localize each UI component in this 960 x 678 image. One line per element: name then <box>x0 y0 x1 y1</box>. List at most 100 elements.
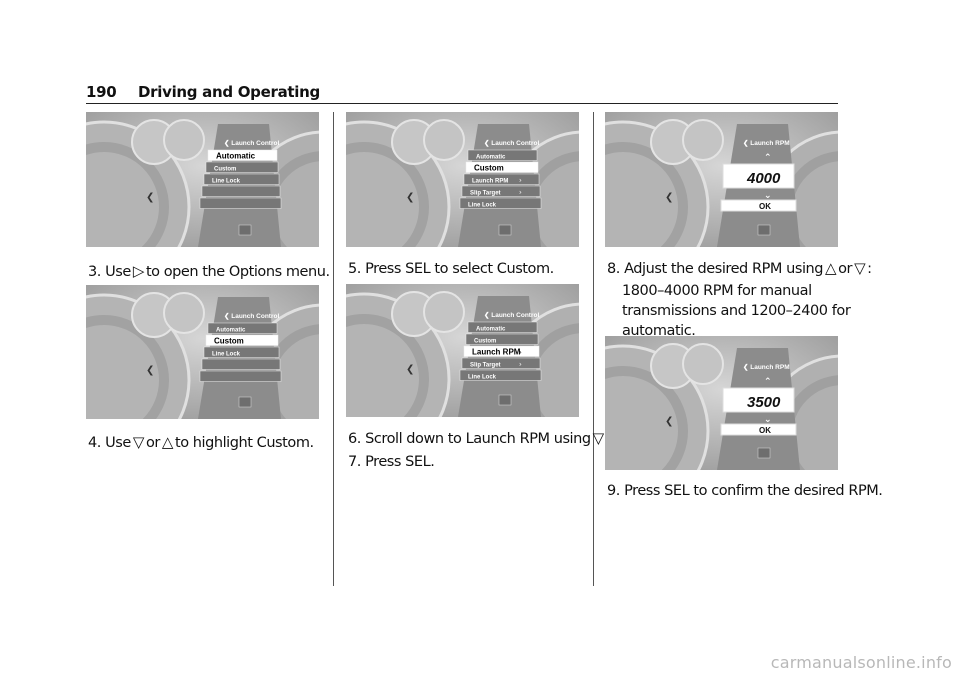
small-gauge <box>423 291 465 333</box>
tachometer-ring <box>346 142 429 247</box>
menu-row <box>201 358 281 370</box>
vehicle-icon <box>757 224 771 236</box>
value-box <box>722 163 795 189</box>
ok-box <box>720 423 797 436</box>
left-chevron-icon: ❮ <box>406 364 414 375</box>
menu-title: ❮ Launch Control <box>484 311 539 319</box>
tachometer-ring <box>605 366 688 470</box>
right-chevron-icon: › <box>519 177 522 185</box>
down-chevron-icon: ⌄ <box>764 191 772 201</box>
menu-row <box>459 369 542 381</box>
menu-row-label: Automatic <box>216 152 256 161</box>
up-chevron-icon: ⌃ <box>764 153 772 163</box>
value-box <box>722 387 795 413</box>
menu-title: ❮ Launch RPM <box>743 363 790 371</box>
right-chevron-icon: › <box>519 189 522 197</box>
header-rule <box>86 103 838 104</box>
rpm-value: 4000 <box>746 170 781 187</box>
menu-row-label: Line Lock <box>468 203 497 209</box>
step-8: 8. Adjust the desired RPM using△or▽: <box>607 259 872 277</box>
menu-row <box>205 334 279 346</box>
page-number: 190 <box>86 83 117 101</box>
cluster-screen-6: ❮❮ Launch RPM⌃3500⌄OK <box>605 336 838 470</box>
menu-row <box>207 149 278 161</box>
menu-title: ❮ Launch Control <box>224 139 279 147</box>
step-8-note: 1800–4000 RPM for manual transmissions a… <box>622 283 851 339</box>
menu-row-label: Slip Target <box>470 191 501 197</box>
up-arrow-icon: △ <box>161 433 174 451</box>
menu-row-label: Line Lock <box>212 179 241 185</box>
menu-row <box>463 173 540 185</box>
step-5: 5. Press SEL to select Custom. <box>348 261 554 277</box>
menu-row-label: Slip Target <box>470 363 501 369</box>
menu-row <box>201 185 281 197</box>
left-chevron-icon: ❮ <box>665 416 673 427</box>
column-divider-1 <box>333 112 334 586</box>
menu-row <box>459 197 542 209</box>
menu-row <box>461 357 541 369</box>
small-gauge <box>163 119 205 161</box>
step-6: 6. Scroll down to Launch RPM using▽. <box>348 429 610 447</box>
right-chevron-icon: › <box>519 349 522 357</box>
ok-label: OK <box>759 202 771 211</box>
page-header: 190 Driving and Operating <box>86 83 838 105</box>
menu-row-label: Custom <box>474 339 496 345</box>
small-gauge <box>423 119 465 161</box>
cluster-display: ❮❮ Launch RPM⌃3500⌄OK <box>605 336 838 470</box>
down-chevron-icon: ⌄ <box>764 415 772 425</box>
menu-row <box>199 370 282 382</box>
menu-row <box>467 149 538 161</box>
tachometer-ring <box>86 315 169 419</box>
vehicle-icon <box>498 394 512 406</box>
ok-box <box>720 199 797 212</box>
tachometer-ring <box>605 142 688 247</box>
left-chevron-icon: ❮ <box>146 365 154 376</box>
step-3: 3. Use▷to open the Options menu. <box>88 262 330 280</box>
cluster-screen-5: ❮ ❮ Launch RPM ⌃ 4000 ⌄OK <box>605 112 838 247</box>
menu-title: ❮ Launch Control <box>224 312 279 320</box>
left-chevron-icon: ❮ <box>146 192 154 203</box>
menu-row-label: Launch RPM <box>472 179 508 185</box>
small-gauge <box>682 119 724 161</box>
down-arrow-icon: ▽ <box>132 433 145 451</box>
menu-row-label: Custom <box>214 337 244 346</box>
step-7: 7. Press SEL. <box>348 454 435 470</box>
menu-row <box>199 197 282 209</box>
down-arrow-icon: ▽ <box>854 259 866 277</box>
right-arrow-icon: ▷ <box>132 262 145 280</box>
step-4: 4. Use▽or△to highlight Custom. <box>88 433 314 451</box>
ok-label: OK <box>759 426 771 435</box>
menu-row <box>465 333 539 345</box>
vehicle-icon <box>757 447 771 459</box>
left-chevron-icon: ❮ <box>406 192 414 203</box>
menu-row <box>463 345 540 357</box>
step-9: 9. Press SEL to confirm the desired RPM. <box>607 483 883 499</box>
menu-row <box>207 322 278 334</box>
menu-row <box>465 161 539 173</box>
tachometer-ring <box>346 314 429 417</box>
column-divider-2 <box>593 112 594 586</box>
up-chevron-icon: ⌃ <box>764 377 772 387</box>
menu-title: ❮ Launch RPM <box>743 139 790 147</box>
menu-row-label: Automatic <box>476 327 506 333</box>
menu-row <box>461 185 541 197</box>
menu-row-label: Automatic <box>216 328 246 334</box>
menu-row <box>203 173 280 185</box>
watermark: carmanualsonline.info <box>770 653 952 672</box>
small-gauge <box>163 292 205 334</box>
menu-title: ❮ Launch Control <box>484 139 539 147</box>
tachometer-ring <box>86 142 169 247</box>
menu-row <box>467 321 538 333</box>
up-arrow-icon: △ <box>825 259 837 277</box>
menu-row-label: Line Lock <box>468 375 497 381</box>
menu-row-label: Automatic <box>476 155 506 161</box>
left-chevron-icon: ❮ <box>665 192 673 203</box>
small-gauge <box>682 343 724 385</box>
menu-row <box>205 161 279 173</box>
vehicle-icon <box>238 224 252 236</box>
